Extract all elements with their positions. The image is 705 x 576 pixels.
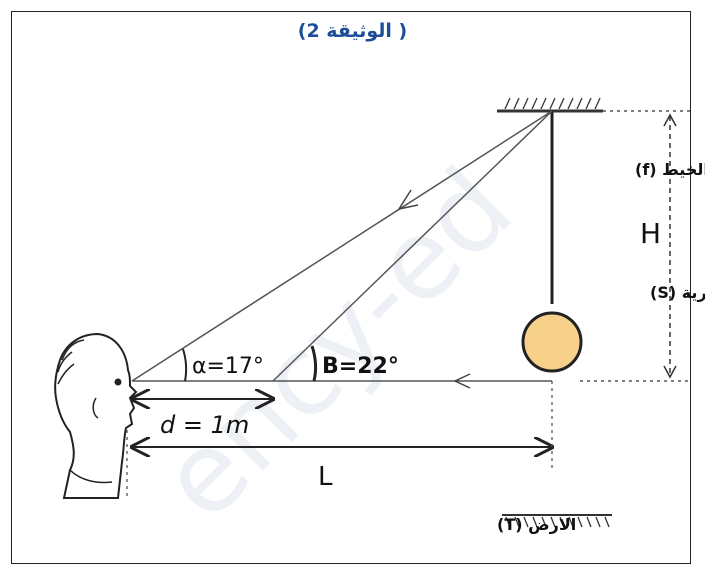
ray-lower — [272, 110, 553, 382]
watermark: ency-ed — [136, 144, 536, 544]
pendulum-ball — [521, 311, 583, 373]
ceiling-support — [497, 97, 603, 113]
beta-label: B=22° — [322, 354, 399, 379]
ground-label: الارض (T) — [497, 515, 576, 534]
height-label: H — [640, 217, 661, 250]
alpha-angle-arc — [182, 348, 188, 382]
string-label: الخيط (f) — [635, 160, 705, 179]
ground-symbol — [502, 514, 612, 528]
height-arrow-bottom — [663, 365, 677, 379]
ball-label: الكرية (S) — [650, 283, 705, 302]
height-arrow-top — [663, 113, 677, 127]
distance-L-label: L — [318, 462, 333, 492]
ray-horizontal-arrow — [453, 373, 471, 389]
figure-frame — [11, 11, 691, 564]
distance-d-label: d = 1m — [160, 411, 249, 439]
document-title: ( الوثيقة 2) — [297, 20, 408, 42]
light-rays — [131, 110, 553, 382]
observer-head — [54, 332, 138, 499]
alpha-label: α=17° — [192, 354, 264, 379]
ray-upper-arrow — [397, 189, 419, 211]
beta-angle-arc — [310, 345, 318, 382]
ray-upper — [131, 110, 553, 382]
